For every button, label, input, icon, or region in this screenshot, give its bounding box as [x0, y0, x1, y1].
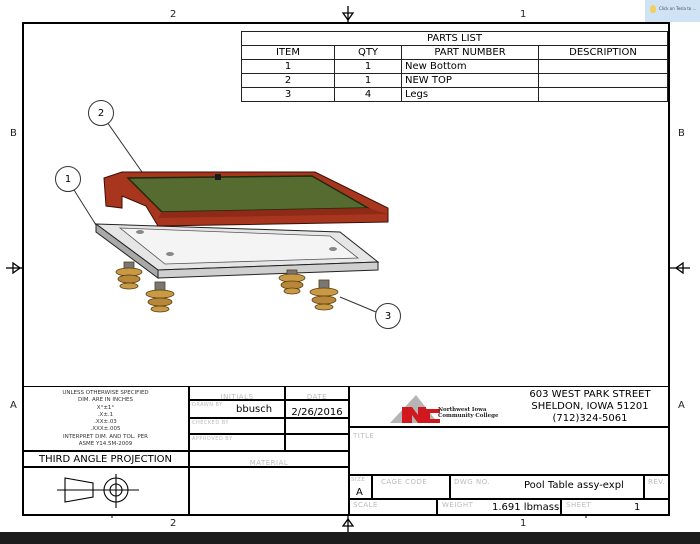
note-line: ASME Y14.5M-2009 — [78, 441, 133, 448]
notification-tip[interactable]: Click on Tesla to ... — [645, 0, 700, 22]
note-line: X°±1° — [96, 404, 115, 411]
third-angle-projection-icon — [57, 474, 139, 508]
initials-header-text: INITIALS — [220, 393, 254, 401]
zone-right-b: B — [678, 128, 685, 139]
initials-header: INITIALS — [189, 386, 285, 401]
tip-text: Click on Tesla to ... — [659, 6, 697, 11]
cage-code-cell: CAGE CODE — [372, 475, 450, 499]
balloon-2: 2 — [88, 100, 114, 126]
tolerance-notes-box: UNLESS OTHERWISE SPECIFIED DIM. ARE IN I… — [22, 386, 189, 451]
balloon-3: 3 — [375, 303, 401, 329]
company-address: 603 WEST PARK STREET SHELDON, IOWA 51201… — [510, 389, 670, 425]
dwg-no-value: Pool Table assy-expl — [524, 480, 624, 491]
zone-top-1: 1 — [520, 9, 527, 20]
address-line2: SHELDON, IOWA 51201 — [531, 401, 649, 412]
title-label: TITLE — [353, 432, 375, 440]
projection-symbol-box — [22, 467, 189, 516]
sheet-value: 1 — [634, 502, 641, 513]
approved-by-label: APPROVED BY — [192, 436, 233, 442]
dwg-no-cell: DWG NO. Pool Table assy-expl — [450, 475, 644, 499]
new-bottom-part — [94, 223, 380, 279]
table-row: 3 4 Legs — [241, 87, 668, 102]
dwg-no-label: DWG NO. — [454, 478, 491, 486]
zone-right-a: A — [678, 400, 685, 411]
table-row: 2 1 NEW TOP — [241, 73, 668, 88]
drawn-by-value: bbusch — [236, 404, 273, 415]
note-line: DIM. ARE IN INCHES — [77, 397, 134, 404]
drawn-date-cell: 2/26/2016 — [285, 400, 349, 418]
zone-bottom-1: 1 — [520, 518, 527, 529]
note-line: .X±.1 — [97, 411, 114, 418]
weight-label: WEIGHT — [442, 501, 474, 509]
drawn-date-value: 2/26/2016 — [291, 407, 343, 418]
drawn-by-label: DRAWN BY — [192, 402, 223, 408]
college-name-line2: Community College — [438, 413, 499, 419]
approved-date-cell — [285, 434, 349, 451]
projection-label: THIRD ANGLE PROJECTION — [22, 451, 189, 467]
phone-number: (712)324-5061 — [552, 413, 628, 424]
cage-code-label: CAGE CODE — [381, 478, 428, 486]
address-line1: 603 WEST PARK STREET — [529, 389, 651, 400]
size-cell: SIZE A — [349, 475, 372, 499]
taskbar-strip — [0, 532, 700, 544]
material-label: MATERIAL — [249, 459, 289, 467]
company-block: Northwest Iowa Community College 603 WES… — [349, 386, 670, 427]
size-label: SIZE — [351, 477, 366, 483]
sheet-label: SHEET — [566, 501, 592, 509]
note-line: .XX±.03 — [94, 419, 117, 426]
zone-bottom-2: 2 — [170, 518, 177, 529]
table-row: 1 1 New Bottom — [241, 59, 668, 74]
drawn-by-cell: DRAWN BY bbusch — [189, 400, 285, 418]
rev-label: REV. — [648, 478, 666, 486]
scale-label: SCALE — [353, 501, 378, 509]
approved-by-cell: APPROVED BY — [189, 434, 285, 451]
title-cell: TITLE — [349, 427, 670, 475]
date-header: DATE — [285, 386, 349, 401]
note-line: INTERPRET DIM. AND TOL. PER — [63, 433, 148, 440]
college-name: Northwest Iowa Community College — [438, 407, 499, 419]
material-header: MATERIAL — [189, 451, 349, 467]
weight-cell: WEIGHT 1.691 lbmass — [437, 499, 561, 516]
college-name-line1: Northwest Iowa — [438, 407, 487, 413]
note-line: UNLESS OTHERWISE SPECIFIED — [62, 390, 149, 396]
checked-date-cell — [285, 418, 349, 434]
weight-value: 1.691 lbmass — [492, 502, 560, 513]
scale-cell: SCALE — [349, 499, 437, 516]
zone-left-b: B — [10, 128, 17, 139]
checked-by-cell: CHECKED BY — [189, 418, 285, 434]
college-logo-icon — [390, 395, 440, 423]
zone-top-2: 2 — [170, 9, 177, 20]
cell-description — [538, 87, 668, 102]
checked-by-label: CHECKED BY — [192, 420, 229, 426]
note-line: .XXX±.005 — [90, 426, 121, 433]
sheet-cell: SHEET 1 — [561, 499, 670, 516]
legs-part — [115, 261, 339, 313]
material-value-cell — [189, 467, 349, 516]
zone-left-a: A — [10, 400, 17, 411]
lightbulb-icon — [650, 5, 656, 13]
parts-list-table: PARTS LIST ITEM QTY PART NUMBER DESCRIPT… — [241, 31, 668, 102]
date-header-text: DATE — [306, 393, 328, 401]
rev-cell: REV. — [644, 475, 670, 499]
size-value: A — [356, 487, 363, 498]
new-top-part — [103, 171, 389, 227]
balloon-1: 1 — [55, 166, 81, 192]
